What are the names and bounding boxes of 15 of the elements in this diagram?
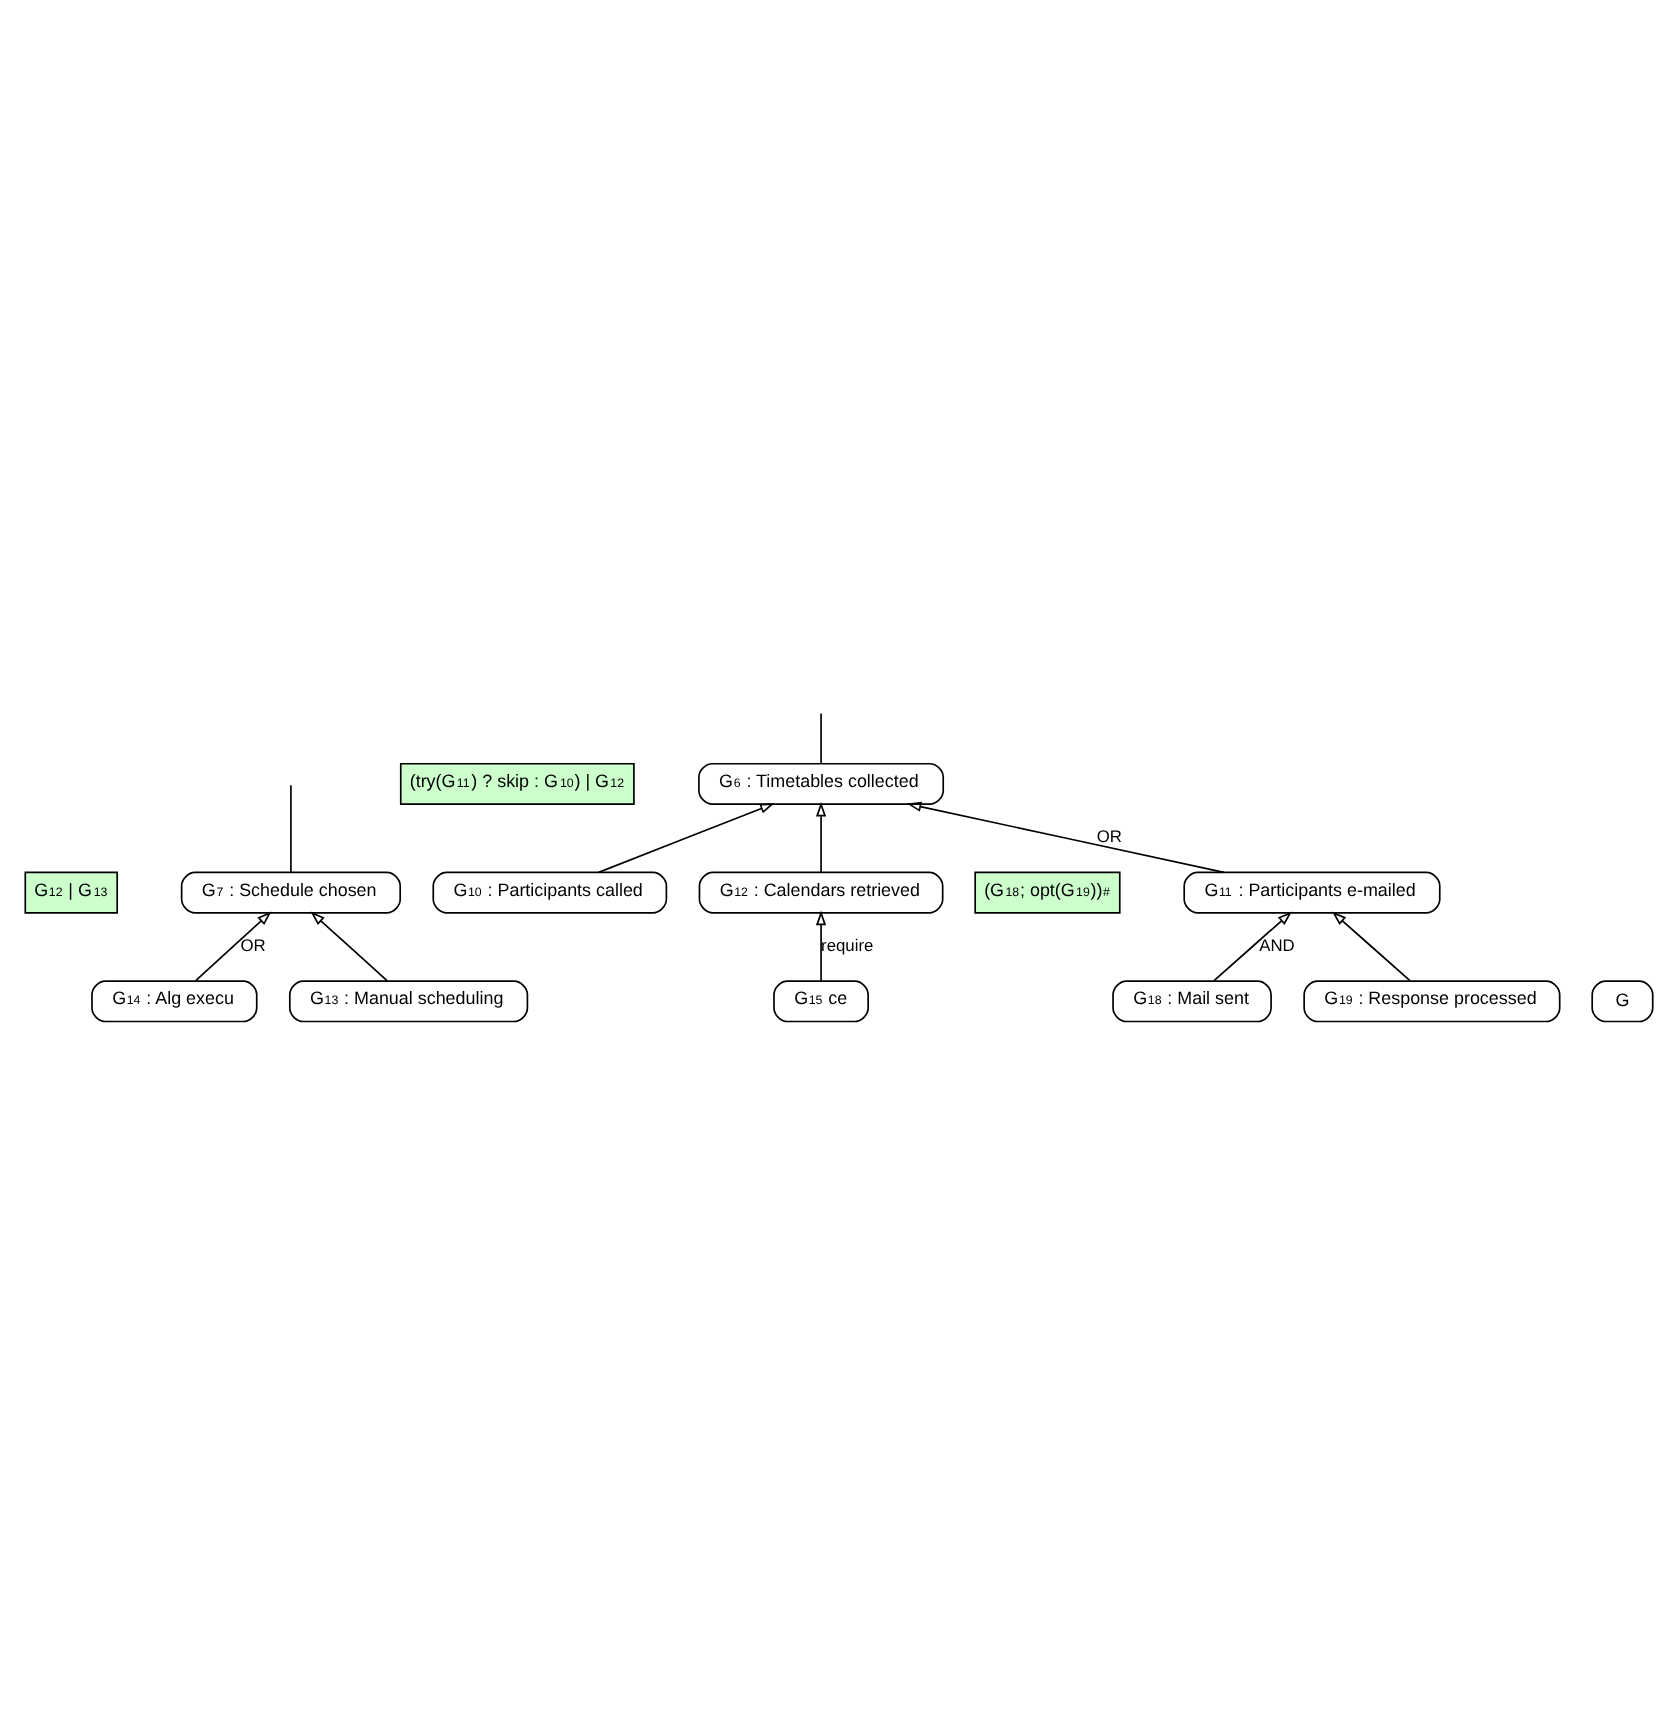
- arrow: [815, 910, 827, 982]
- edge-label: AND: [1259, 934, 1295, 955]
- edge-label: OR: [1096, 826, 1122, 847]
- arrow: [906, 801, 1225, 874]
- arrow: [310, 911, 388, 982]
- node-box: G: [1591, 980, 1654, 1023]
- connector: [820, 712, 822, 765]
- arrow: [194, 911, 272, 982]
- connector: [290, 784, 292, 873]
- arrow: [1331, 911, 1411, 982]
- arrow: [597, 803, 775, 874]
- arrow: [1213, 911, 1293, 982]
- arrow: [815, 801, 827, 873]
- edge-label: OR: [240, 934, 266, 955]
- edge-label: require: [821, 934, 874, 955]
